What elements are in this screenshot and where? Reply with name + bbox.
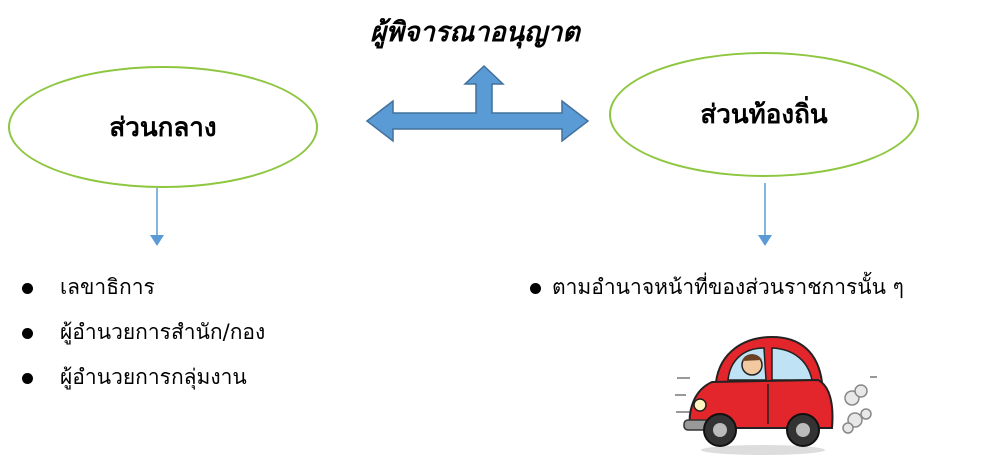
three-way-block-arrow (365, 64, 590, 143)
central-down-arrowhead (150, 235, 164, 246)
list-item: ผู้อำนวยการสำนัก/กอง (22, 310, 265, 355)
central-node: ส่วนกลาง (8, 66, 318, 188)
list-item: ผู้อำนวยการกลุ่มงาน (22, 355, 265, 400)
local-node-label: ส่วนท้องถิ่น (700, 100, 828, 130)
bullet-icon (530, 282, 541, 294)
list-item: เลขาธิการ (22, 265, 265, 310)
bullet-icon (22, 327, 33, 339)
local-node: ส่วนท้องถิ่น (609, 52, 919, 177)
car-cartoon-icon (675, 335, 877, 455)
list-item: ตามอำนาจหน้าที่ของส่วนราชการนั้น ๆ (530, 265, 904, 310)
diagram-title: ผู้พิจารณาอนุญาต (370, 17, 580, 48)
central-approver-list: เลขาธิการ ผู้อำนวยการสำนัก/กอง ผู้อำนวยก… (22, 265, 265, 400)
bullet-icon (22, 282, 33, 294)
central-node-label: ส่วนกลาง (109, 112, 217, 143)
local-approver-list: ตามอำนาจหน้าที่ของส่วนราชการนั้น ๆ (530, 265, 904, 310)
local-down-arrowhead (758, 235, 772, 246)
bullet-icon (22, 372, 33, 384)
